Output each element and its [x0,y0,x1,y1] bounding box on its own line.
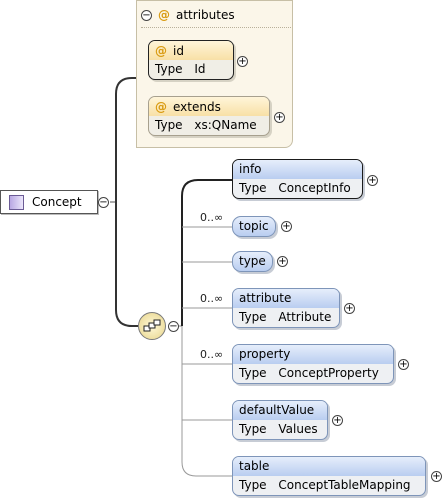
attribute-at-icon: @ [155,43,167,58]
attribute-at-icon: @ [155,99,167,114]
root-label: Concept [32,195,82,209]
sequence-compositor[interactable] [138,312,166,340]
element-icon [9,194,24,210]
type-keyword: Type [239,422,267,436]
type-value: Id [194,62,206,76]
sequence-collapse-toggle[interactable]: − [168,321,179,332]
type-keyword: Type [155,62,183,76]
attribute-name: id [173,43,184,58]
property-occurrence: 0..∞ [200,348,224,361]
element-table[interactable]: table Type ConceptTableMapping [232,456,426,496]
element-name: info [233,160,362,179]
type-value: ConceptTableMapping [278,478,411,492]
attributes-collapse-toggle[interactable]: − [141,9,152,21]
element-name: topic [239,219,269,233]
topic-expand-toggle[interactable]: + [281,221,292,232]
property-expand-toggle[interactable]: + [398,359,409,370]
type-value: Attribute [278,310,332,324]
element-topic[interactable]: topic [232,216,276,237]
element-name: attribute [233,289,339,308]
attribute-extends-expand-toggle[interactable]: + [274,112,285,123]
attribute-name: extends [173,99,221,114]
type-value: ConceptProperty [278,366,379,380]
element-name: defaultValue [233,401,327,420]
attribute-id[interactable]: @ id Type Id [148,40,234,80]
sequence-icon [143,319,161,332]
type-expand-toggle[interactable]: + [277,256,288,267]
type-value: ConceptInfo [278,181,351,195]
element-type[interactable]: type [232,251,273,272]
element-name: table [233,457,425,476]
topic-occurrence: 0..∞ [200,211,224,224]
defaultvalue-expand-toggle[interactable]: + [332,415,343,426]
type-value: xs:QName [194,118,257,132]
element-name: property [233,345,393,364]
attributes-header[interactable]: − @ attributes [141,8,235,22]
type-keyword: Type [239,478,267,492]
type-keyword: Type [239,310,267,324]
type-keyword: Type [239,366,267,380]
attribute-expand-toggle[interactable]: + [344,303,355,314]
element-name: type [239,254,266,268]
element-attribute[interactable]: attribute Type Attribute [232,288,340,328]
attribute-extends[interactable]: @ extends Type xs:QName [148,96,270,136]
attributes-title: attributes [176,8,235,22]
type-keyword: Type [239,181,267,195]
info-expand-toggle[interactable]: + [367,175,378,186]
attribute-at-icon: @ [158,8,170,22]
attribute-id-expand-toggle[interactable]: + [237,56,248,67]
attribute-occurrence: 0..∞ [200,292,224,305]
type-keyword: Type [155,118,183,132]
element-property[interactable]: property Type ConceptProperty [232,344,394,384]
root-collapse-toggle[interactable]: − [98,197,109,208]
element-info[interactable]: info Type ConceptInfo [232,159,363,199]
element-defaultvalue[interactable]: defaultValue Type Values [232,400,328,440]
table-expand-toggle[interactable]: + [431,471,442,482]
attributes-divider [141,27,291,28]
root-element[interactable]: Concept [0,190,98,214]
type-value: Values [278,422,318,436]
